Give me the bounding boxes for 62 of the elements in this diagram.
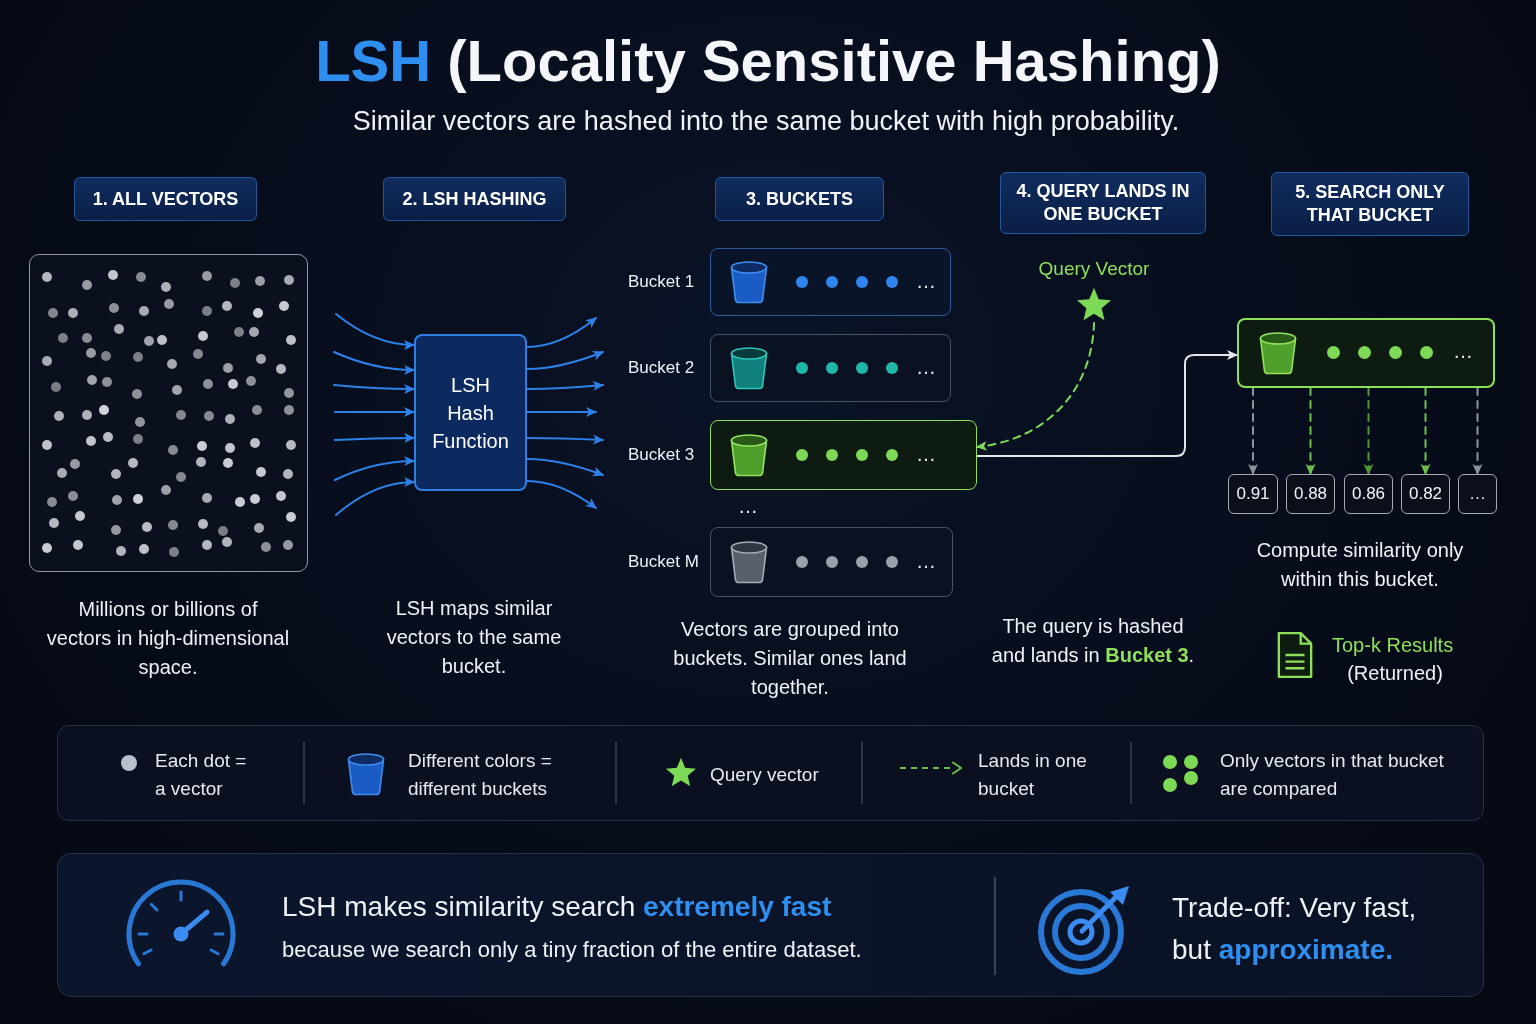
similarity-score: 0.86 xyxy=(1344,474,1393,514)
arrow xyxy=(526,407,598,417)
subtitle: Similar vectors are hashed into the same bucket with high probability. xyxy=(352,105,1180,138)
ellipsis: … xyxy=(916,549,936,573)
title: LSH (Locality Sensitive Hashing) xyxy=(315,27,1221,95)
vector-field-panel xyxy=(29,254,308,572)
similarity-score: 0.91 xyxy=(1228,474,1278,514)
arrow xyxy=(334,456,416,481)
headline: LSH makes similarity search extremely fast xyxy=(282,890,832,924)
trade-off-note: Trade-off: Very fast, but approximate. xyxy=(1172,891,1418,967)
caption: LSH maps similar vectors to the same bucket. xyxy=(385,596,563,679)
step-heading: 2. LSH HASHING xyxy=(383,177,566,221)
legend-label: Each dot = a vector xyxy=(155,749,248,801)
step-heading: 3. BUCKETS xyxy=(715,177,884,221)
ellipsis: … xyxy=(916,442,936,466)
description: because we search only a tiny fraction of the entire dataset. xyxy=(282,936,862,964)
bucket-row xyxy=(1237,318,1495,388)
dashed-arrow xyxy=(1305,387,1316,476)
caption: Compute similarity only within this bucket. xyxy=(1255,538,1465,592)
bucket-label: Bucket 2 xyxy=(628,357,695,379)
legend-label: Only vectors in that bucket are compared xyxy=(1220,749,1445,801)
arrow xyxy=(526,480,597,509)
caption: Millions or billions of vectors in high-dimensional space. xyxy=(45,597,291,680)
arrow xyxy=(333,384,416,394)
caption: The query is hashed and lands in Bucket 3. xyxy=(990,614,1196,668)
results-note: (Returned) xyxy=(1347,661,1443,686)
legend-label: Different colors = different buckets xyxy=(408,749,553,801)
arrow xyxy=(526,317,597,348)
arrow xyxy=(334,407,416,417)
hash-function-box: LSH Hash Function xyxy=(414,334,527,491)
similarity-score: … xyxy=(1458,474,1497,514)
arrow xyxy=(526,350,605,370)
bucket-label: Bucket 3 xyxy=(628,444,695,466)
arrow xyxy=(335,477,416,516)
arrow xyxy=(335,313,416,350)
arrow xyxy=(334,433,416,443)
ellipsis: … xyxy=(738,494,758,518)
ellipsis: … xyxy=(916,269,936,293)
query-label: Query Vector xyxy=(1037,257,1151,281)
bucket-label: Bucket 1 xyxy=(628,271,695,293)
ellipsis: … xyxy=(1453,339,1473,363)
step-heading: 1. ALL VECTORS xyxy=(74,177,257,221)
arrow xyxy=(976,350,1239,457)
arrow xyxy=(526,434,605,445)
dashed-arrow xyxy=(1472,387,1483,476)
similarity-score: 0.82 xyxy=(1401,474,1450,514)
legend-label: Query vector xyxy=(710,763,819,787)
step-heading: 5. SEARCH ONLY THAT BUCKET xyxy=(1271,172,1469,236)
step-heading: 4. QUERY LANDS IN ONE BUCKET xyxy=(1000,172,1206,234)
dashed-arrow xyxy=(975,322,1095,451)
arrow xyxy=(526,458,605,477)
similarity-score: 0.88 xyxy=(1286,474,1335,514)
ellipsis: … xyxy=(916,355,936,379)
dashed-arrow xyxy=(1420,387,1431,476)
dashed-arrow xyxy=(1248,387,1258,476)
arrow xyxy=(333,351,416,375)
caption: Vectors are grouped into buckets. Similar ones land together. xyxy=(672,617,908,700)
arrow xyxy=(526,380,605,391)
legend-label: Lands in one bucket xyxy=(978,749,1088,801)
bucket-label: Bucket M xyxy=(628,551,699,573)
results-title: Top-k Results xyxy=(1332,633,1454,658)
dashed-arrow xyxy=(1363,387,1374,476)
